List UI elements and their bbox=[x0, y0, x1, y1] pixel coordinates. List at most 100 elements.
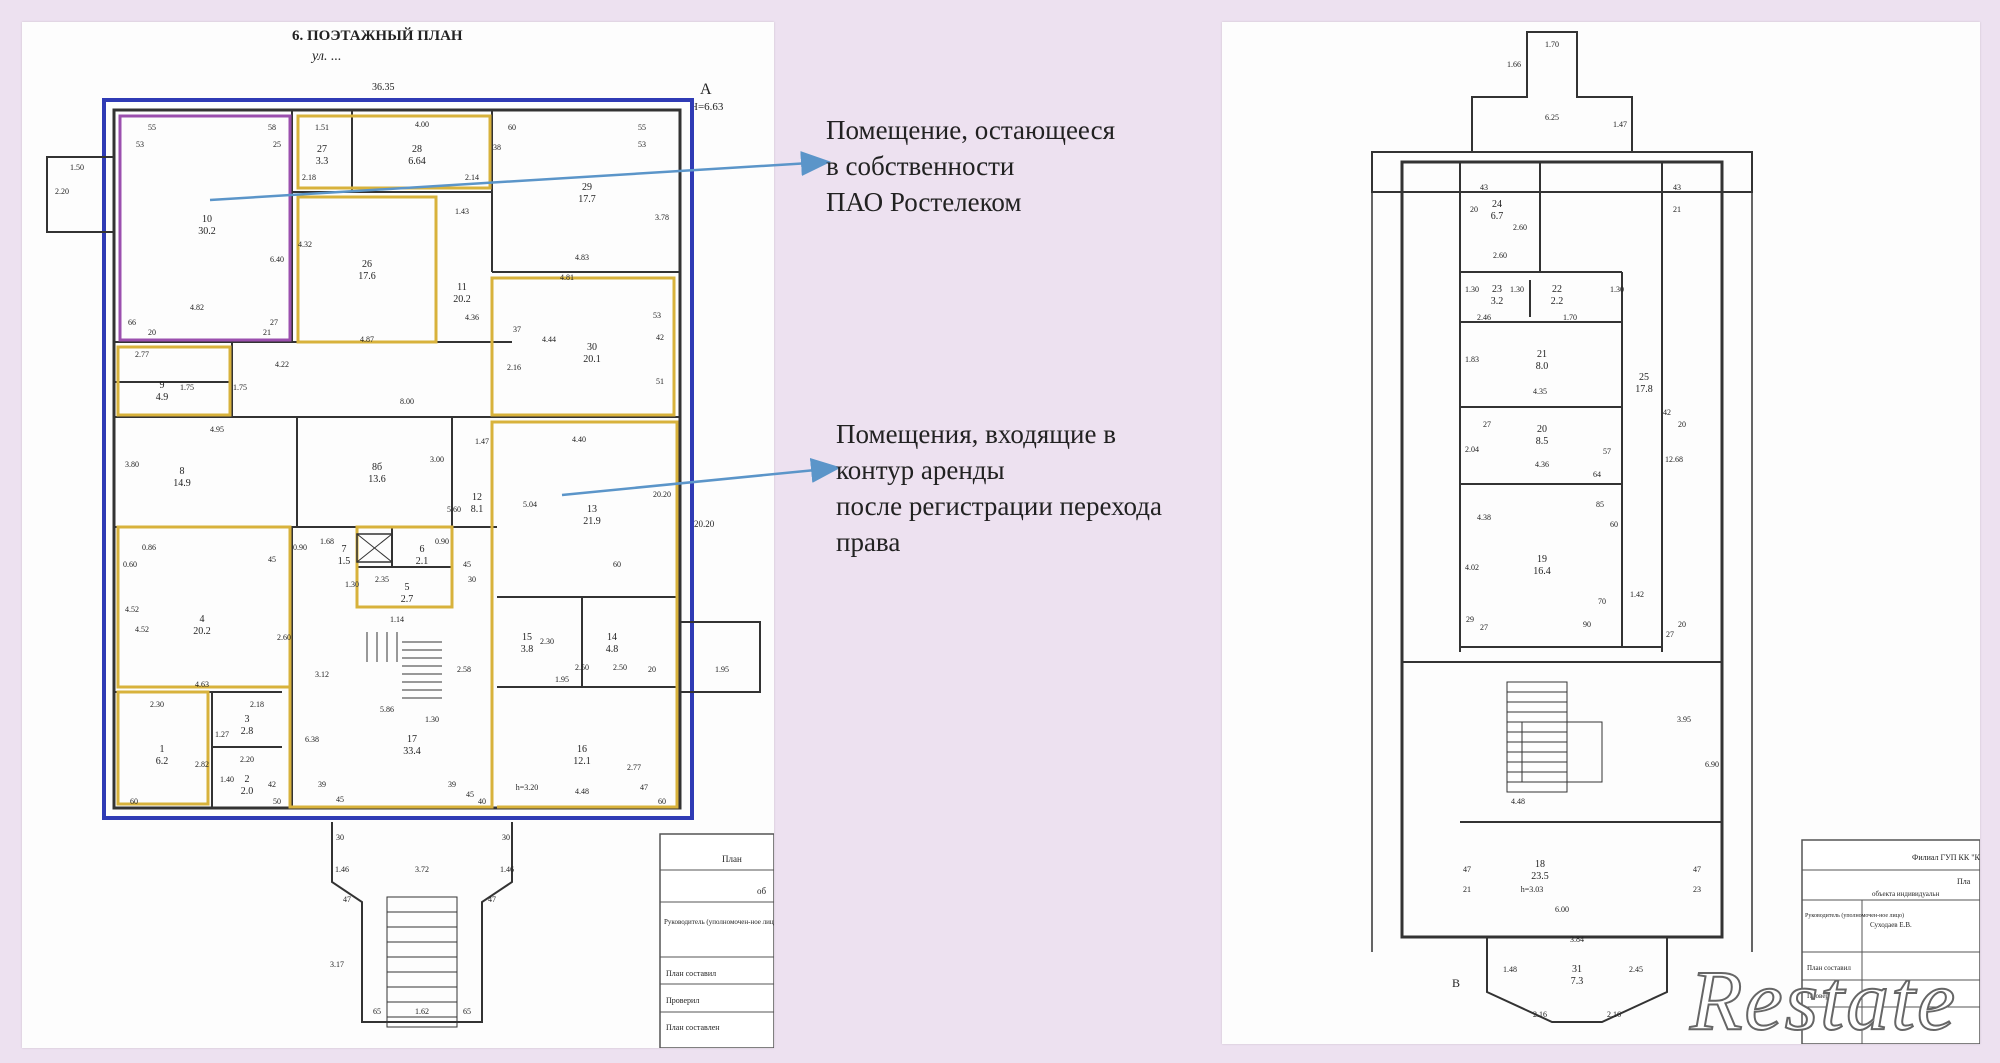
dim-label: 47 bbox=[1463, 865, 1471, 874]
room-area: 20.2 bbox=[453, 294, 471, 305]
dim-label: 60 bbox=[508, 123, 516, 132]
room-area: 4.8 bbox=[606, 644, 619, 655]
dim-label: 3.72 bbox=[415, 865, 429, 874]
dim-label: 6.00 bbox=[1555, 905, 1569, 914]
dim-label: 2.30 bbox=[150, 700, 164, 709]
dim-label: 53 bbox=[638, 140, 646, 149]
left-stamp-plan: План bbox=[722, 854, 742, 864]
dim-label: 1.62 bbox=[415, 1007, 429, 1016]
room-num: 26 bbox=[362, 259, 372, 270]
dim-label: 23 bbox=[1693, 885, 1701, 894]
dim-label: 20 bbox=[1470, 205, 1478, 214]
dim-label: 1.14 bbox=[390, 615, 404, 624]
left-stamp-box: План об Руководитель (уполномочен-ное ли… bbox=[659, 833, 780, 1049]
dim-label: 65 bbox=[373, 1007, 381, 1016]
dim-label: 4.87 bbox=[360, 335, 374, 344]
right-stamp-branch: Филиал ГУП КК "К bbox=[1912, 853, 1980, 862]
dim-label: 4.44 bbox=[542, 335, 556, 344]
room-num: 3 bbox=[245, 714, 250, 725]
right-annex bbox=[679, 621, 761, 693]
dim-label: 1.75 bbox=[180, 383, 194, 392]
room-area: 3.8 bbox=[521, 644, 534, 655]
dim-label: 45 bbox=[466, 790, 474, 799]
dim-label: 2.16 bbox=[1533, 1010, 1547, 1019]
dim-label: 2.35 bbox=[375, 575, 389, 584]
room-num: 8 bbox=[180, 466, 185, 477]
dim-label: 3.00 bbox=[430, 455, 444, 464]
left-dimension-labels: 1.50 2.20 55 58 53 25 1.51 4.00 60 55 53… bbox=[55, 120, 729, 1016]
room-area: 8.0 bbox=[1536, 361, 1549, 372]
dim-label: 39 bbox=[448, 780, 456, 789]
room-area: 3.3 bbox=[316, 156, 329, 167]
room-area: 17.8 bbox=[1635, 384, 1653, 395]
dim-label: 21 bbox=[1463, 885, 1471, 894]
outer-bay-walls bbox=[1371, 192, 1753, 952]
dim-label: 2.58 bbox=[457, 665, 471, 674]
plan-title: 6. ПОЭТАЖНЫЙ ПЛАН bbox=[292, 27, 463, 44]
dim-label: 42 bbox=[268, 780, 276, 789]
dim-label: 4.82 bbox=[190, 303, 204, 312]
dim-label: 1.66 bbox=[1507, 60, 1521, 69]
room-area: 2.2 bbox=[1551, 296, 1564, 307]
dim-label: 64 bbox=[1593, 470, 1601, 479]
room-num: 2 bbox=[245, 774, 250, 785]
left-stamp-head: Руководитель (уполномочен-ное лицо) bbox=[664, 918, 774, 926]
dim-label: 2.60 bbox=[1513, 223, 1527, 232]
dim-label: 30 bbox=[502, 833, 510, 842]
restate-watermark: Restate bbox=[1689, 951, 1958, 1049]
room-area: 1.5 bbox=[338, 556, 351, 567]
right-stairs bbox=[1506, 681, 1603, 793]
left-stamp-ob: об bbox=[757, 886, 767, 896]
dim-label: 90 bbox=[1583, 620, 1591, 629]
section-mark: В bbox=[1452, 976, 1460, 990]
dim-label: 4.22 bbox=[275, 360, 289, 369]
dim-label: 57 bbox=[1603, 447, 1611, 456]
main-block bbox=[1400, 160, 1724, 939]
dim-label: 60 bbox=[613, 560, 621, 569]
room-num: 13 bbox=[587, 504, 597, 515]
room-num: 15 bbox=[522, 632, 532, 643]
room-area: 2.1 bbox=[416, 556, 429, 567]
dim-label: 47 bbox=[1693, 865, 1701, 874]
dim-label: 1.46 bbox=[500, 865, 514, 874]
dim-label: 0.90 bbox=[293, 543, 307, 552]
lease-rooms-annotation: Помещения, входящие в контур аренды посл… bbox=[836, 419, 1162, 557]
right-interior-walls bbox=[1402, 162, 1722, 823]
dim-label: 47 bbox=[343, 895, 351, 904]
room-area: 14.9 bbox=[173, 478, 191, 489]
room-area: 23.5 bbox=[1531, 871, 1549, 882]
dim-label: 2.45 bbox=[1629, 965, 1643, 974]
dim-label: 5.04 bbox=[523, 500, 537, 509]
room-area: 16.4 bbox=[1533, 566, 1551, 577]
dim-label: 3.84 bbox=[1570, 935, 1584, 944]
room-area: 6.64 bbox=[408, 156, 426, 167]
room-area: 13.6 bbox=[368, 474, 386, 485]
room-num: 31 bbox=[1572, 964, 1582, 975]
dim-label: 53 bbox=[653, 311, 661, 320]
dim-label: 2.16 bbox=[507, 363, 521, 372]
room-area: 20.1 bbox=[583, 354, 601, 365]
lease-contour bbox=[116, 114, 679, 809]
owned-room-annotation: Помещение, остающееся в собственности ПА… bbox=[826, 115, 1115, 217]
room-area: 7.3 bbox=[1571, 976, 1584, 987]
dim-label: 43 bbox=[1673, 183, 1681, 192]
dim-label: 4.63 bbox=[195, 680, 209, 689]
dim-label: 55 bbox=[638, 123, 646, 132]
dim-label: 20 bbox=[1678, 620, 1686, 629]
right-stamp-plan: Пла bbox=[1957, 877, 1971, 886]
dim-label: 5.60 bbox=[447, 505, 461, 514]
dim-label: 50 bbox=[273, 797, 281, 806]
dim-label: 4.52 bbox=[135, 625, 149, 634]
dim-label: 65 bbox=[463, 1007, 471, 1016]
dim-label: 3.95 bbox=[1677, 715, 1691, 724]
dim-label: 53 bbox=[136, 140, 144, 149]
address-scrawl: ул. ... bbox=[310, 49, 341, 64]
dim-label: 2.04 bbox=[1465, 445, 1479, 454]
room-num: 4 bbox=[200, 614, 205, 625]
dim-label: 2.18 bbox=[250, 700, 264, 709]
dim-label: 37 bbox=[513, 325, 521, 334]
arrow-owned bbox=[209, 151, 831, 202]
owned-room-outline bbox=[118, 114, 292, 342]
dim-label: 8.00 bbox=[400, 397, 414, 406]
right-dimension-labels: 43 43 20 21 2.60 2.60 1.30 1.30 1.30 2.4… bbox=[1463, 183, 1719, 1019]
